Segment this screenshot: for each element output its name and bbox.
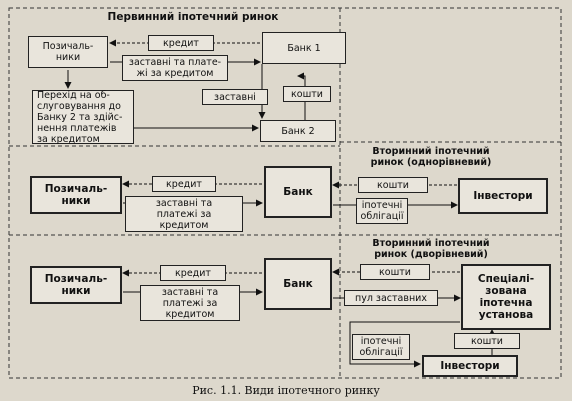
single-investors-box: Інвестори bbox=[458, 178, 548, 214]
single-money-label: кошти bbox=[358, 177, 428, 193]
pledge-pool-label: пул заставних bbox=[344, 290, 438, 306]
double-credit-label: кредит bbox=[160, 265, 226, 281]
primary-credit-label: кредит bbox=[148, 35, 214, 51]
special-institution-box: Спеціалі- зована іпотечна установа bbox=[461, 264, 551, 330]
primary-money-label: кошти bbox=[283, 86, 331, 102]
double-money-bottom-label: кошти bbox=[454, 333, 520, 349]
transfer-box: Перехід на об- слуговування до Банку 2 т… bbox=[32, 90, 134, 145]
single-bank-box: Банк bbox=[264, 166, 332, 218]
double-pledges-payments-label: заставні та платежі за кредитом bbox=[140, 285, 240, 321]
bank1-box: Банк 1 bbox=[262, 32, 346, 64]
secondary-single-title: Вторинний іпотечний ринок (однорівневий) bbox=[370, 146, 492, 168]
primary-pledges-payments-label: заставні та плате- жі за кредитом bbox=[122, 55, 228, 81]
section-dividers bbox=[8, 7, 562, 379]
single-bonds-label: іпотечні облігації bbox=[356, 198, 408, 224]
double-money-top-label: кошти bbox=[360, 264, 430, 280]
arrow-bonds-double bbox=[349, 321, 460, 368]
single-borrower-box: Позичаль- ники bbox=[30, 176, 122, 214]
bank2-box: Банк 2 bbox=[260, 120, 336, 142]
secondary-double-title: Вторинний іпотечний ринок (дворівневий) bbox=[372, 238, 490, 260]
figure-caption: Рис. 1.1. Види іпотечного ринку bbox=[192, 384, 380, 397]
double-investors-box: Інвестори bbox=[422, 355, 518, 377]
double-bonds-label: іпотечні облігації bbox=[352, 334, 410, 360]
primary-pledges-label: заставні bbox=[202, 89, 268, 105]
primary-market-title: Первинний іпотечний ринок bbox=[107, 11, 279, 23]
double-borrower-box: Позичаль- ники bbox=[30, 266, 122, 304]
single-pledges-payments-label: заставні та платежі за кредитом bbox=[125, 196, 243, 232]
single-credit-label: кредит bbox=[152, 176, 216, 192]
double-bank-box: Банк bbox=[264, 258, 332, 310]
primary-borrower-box: Позичаль- ники bbox=[28, 36, 108, 68]
arrow-bank2-to-bank1 bbox=[297, 72, 306, 124]
